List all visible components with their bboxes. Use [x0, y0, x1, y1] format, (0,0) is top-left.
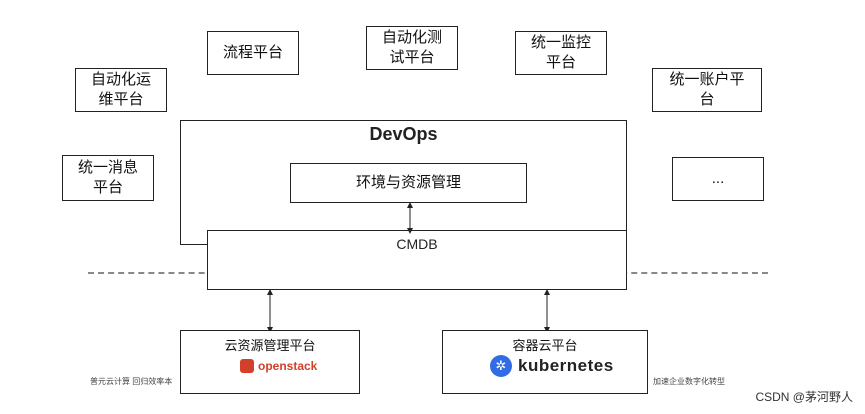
cmdb-label: CMDB	[396, 236, 438, 252]
automation-ops-platform-label: 自动化运 维平台	[90, 71, 151, 108]
csdn-watermark: CSDN @茅河野人	[755, 390, 853, 404]
openstack-mark-icon	[240, 359, 254, 373]
container-cloud-platform-box: 容器云平台 ✲ kubernetes	[442, 330, 648, 394]
cloud-resource-platform-title: 云资源管理平台	[224, 338, 316, 353]
env-resource-mgmt-label: 环境与资源管理	[355, 174, 461, 191]
account-platform-box: 统一账户平 台	[652, 68, 762, 112]
auto-test-platform-box: 自动化测 试平台	[366, 26, 458, 70]
more-platforms-box: ...	[672, 157, 764, 201]
container-cloud-platform-title: 容器云平台	[512, 338, 578, 353]
process-platform-label: 流程平台	[222, 44, 283, 61]
footer-left-text: 普元云计算 回归效率本	[90, 377, 173, 386]
openstack-logo: openstack	[240, 359, 317, 373]
cmdb-box	[207, 230, 627, 290]
kubernetes-helm-icon: ✲	[490, 355, 512, 377]
more-platforms-label: ...	[711, 170, 725, 187]
process-platform-box: 流程平台	[207, 31, 299, 75]
auto-test-platform-label: 自动化测 试平台	[381, 29, 442, 66]
automation-ops-platform-box: 自动化运 维平台	[75, 68, 167, 112]
openstack-logo-text: openstack	[258, 359, 318, 373]
messaging-platform-label: 统一消息 平台	[77, 159, 138, 196]
footer-right-text: 加速企业数字化转型	[653, 377, 725, 386]
messaging-platform-box: 统一消息 平台	[62, 155, 154, 201]
monitoring-platform-box: 统一监控 平台	[515, 31, 607, 75]
cloud-resource-platform-box: 云资源管理平台 openstack	[180, 330, 360, 394]
monitoring-platform-label: 统一监控 平台	[530, 34, 591, 71]
kubernetes-logo-text: kubernetes	[518, 356, 614, 375]
account-platform-label: 统一账户平 台	[669, 71, 745, 108]
devops-title: DevOps	[369, 124, 438, 144]
kubernetes-logo: ✲ kubernetes	[490, 355, 614, 377]
